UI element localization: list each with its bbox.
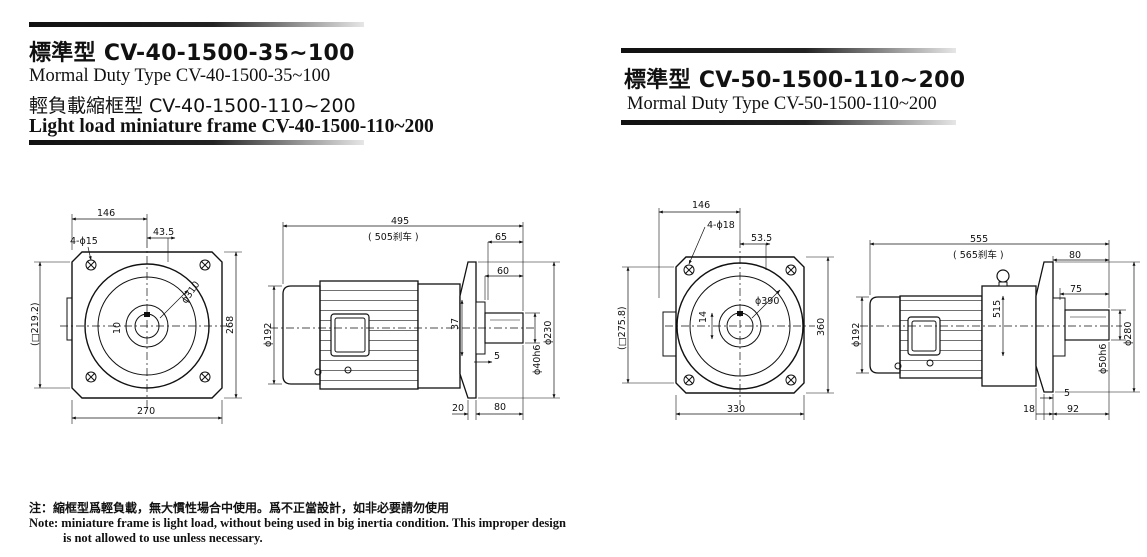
dim-92: 92: [1067, 404, 1079, 415]
note-chinese: 注：縮框型爲輕負載，無大慣性場合中使用。爲不正當設計，如非必要請勿使用: [29, 501, 450, 515]
right-header-top-rule: [621, 48, 956, 53]
dim-5: 5: [1064, 388, 1070, 399]
dim-bolt-holes: 4-ϕ15: [70, 236, 98, 247]
dim-20: 20: [452, 403, 464, 414]
dim-dia-390: ϕ390: [755, 296, 779, 307]
left-model-line1: Mormal Duty Type CV-40-1500-35~100: [29, 66, 331, 86]
dim-frame-275: (□275.8): [617, 306, 628, 350]
dim-330: 330: [727, 404, 745, 415]
dim-shaft-40h6: ϕ40h6: [532, 345, 543, 375]
left-side-labels: 495 ( 505刹车 ) 65 60 37 5 ϕ192 ϕ230 ϕ40h6…: [263, 216, 554, 414]
right-header-bottom-rule: [621, 120, 956, 125]
dim-65: 65: [495, 232, 507, 243]
dim-268: 268: [225, 316, 236, 334]
note-english-line2: is not allowed to use unless necessary.: [63, 531, 263, 545]
dim-frame-219: (□219.2): [30, 302, 41, 346]
right-side-labels: 555 ( 565刹车 ) 80 75 515 ϕ192 ϕ280 ϕ50h6 …: [851, 234, 1134, 415]
dim-515: 515: [992, 300, 1003, 318]
dim-75: 75: [1070, 284, 1082, 295]
dim-495: 495: [391, 216, 409, 227]
dim-brake-505: ( 505刹车 ): [368, 231, 419, 243]
dim-37: 37: [450, 318, 461, 330]
left-model-line3: Light load miniature frame CV-40-1500-11…: [29, 116, 434, 137]
dim-60: 60: [497, 266, 509, 277]
dim-10: 10: [112, 322, 123, 334]
left-front-view: [34, 214, 242, 424]
right-model-title: 標準型 CV-50-1500-110~200: [624, 68, 966, 93]
dim-14: 14: [698, 311, 709, 323]
dim-555: 555: [970, 234, 988, 245]
dim-146: 146: [692, 200, 710, 211]
dim-270: 270: [137, 406, 155, 417]
dim-phi-192: ϕ192: [851, 323, 862, 347]
dim-phi-280: ϕ280: [1123, 322, 1134, 346]
left-header-bottom-rule: [29, 140, 364, 145]
dim-53-5: 53.5: [751, 233, 772, 244]
left-model-line2: 輕負載縮框型 CV-40-1500-110~200: [29, 95, 356, 117]
left-header-top-rule: [29, 22, 364, 27]
dim-bolt-holes: 4-ϕ18: [707, 220, 735, 231]
left-model-title: 標準型 CV-40-1500-35~100: [29, 41, 355, 66]
note-english-line1: Note: miniature frame is light load, wit…: [29, 516, 566, 530]
dim-phi-192: ϕ192: [263, 323, 274, 347]
dim-146: 146: [97, 208, 115, 219]
dim-18: 18: [1023, 404, 1035, 415]
right-side-view: [856, 240, 1140, 420]
dim-80: 80: [1069, 250, 1081, 261]
right-front-labels: 146 4-ϕ18 53.5 ϕ390 14 (□275.8) 360 330: [617, 200, 827, 415]
dim-brake-565: ( 565刹车 ): [953, 249, 1004, 261]
dim-43-5: 43.5: [153, 227, 174, 238]
dim-5: 5: [494, 351, 500, 362]
right-front-view: [622, 208, 834, 420]
note-english: Note: miniature frame is light load, wit…: [29, 516, 566, 546]
dim-shaft-50h6: ϕ50h6: [1098, 344, 1109, 374]
left-side-view: [268, 222, 560, 420]
dim-phi-230: ϕ230: [543, 321, 554, 345]
right-model-line1: Mormal Duty Type CV-50-1500-110~200: [627, 94, 937, 114]
dim-80: 80: [494, 402, 506, 413]
dim-360: 360: [816, 318, 827, 336]
